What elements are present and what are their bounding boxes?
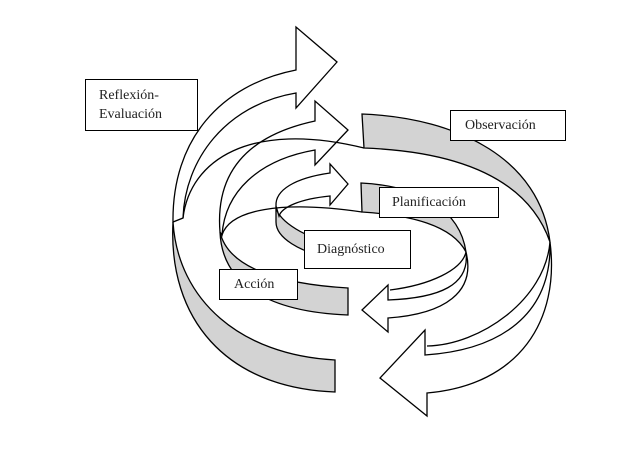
outer-back-band (172, 221, 336, 393)
middle-front-arrow (218, 99, 349, 237)
outer-right-overlap-line (426, 241, 551, 347)
label-planificacion-text: Planificación (392, 195, 466, 210)
label-accion-text: Acción (234, 277, 275, 292)
label-diagnostico-text: Diagnóstico (317, 242, 385, 257)
outer-return-arrow (379, 241, 553, 418)
outer-front-arrow (172, 25, 338, 223)
inner-front-arrow (275, 162, 349, 219)
middle-return-arrow (361, 251, 469, 334)
middle-overlap-line (221, 206, 363, 236)
outer-overlap-line (182, 138, 365, 219)
label-planificacion: Planificación (379, 187, 499, 218)
label-reflexion-line-1: Reflexión- (99, 88, 159, 103)
middle-right-overlap-line (389, 251, 467, 291)
label-observacion: Observación (450, 110, 566, 141)
label-accion: Acción (219, 269, 298, 300)
label-reflexion-line-2: Evaluación (99, 107, 162, 122)
label-observacion-text: Observación (465, 118, 536, 133)
label-reflexion-evaluacion: Reflexión- Evaluación (85, 79, 198, 131)
label-diagnostico: Diagnóstico (304, 230, 411, 269)
